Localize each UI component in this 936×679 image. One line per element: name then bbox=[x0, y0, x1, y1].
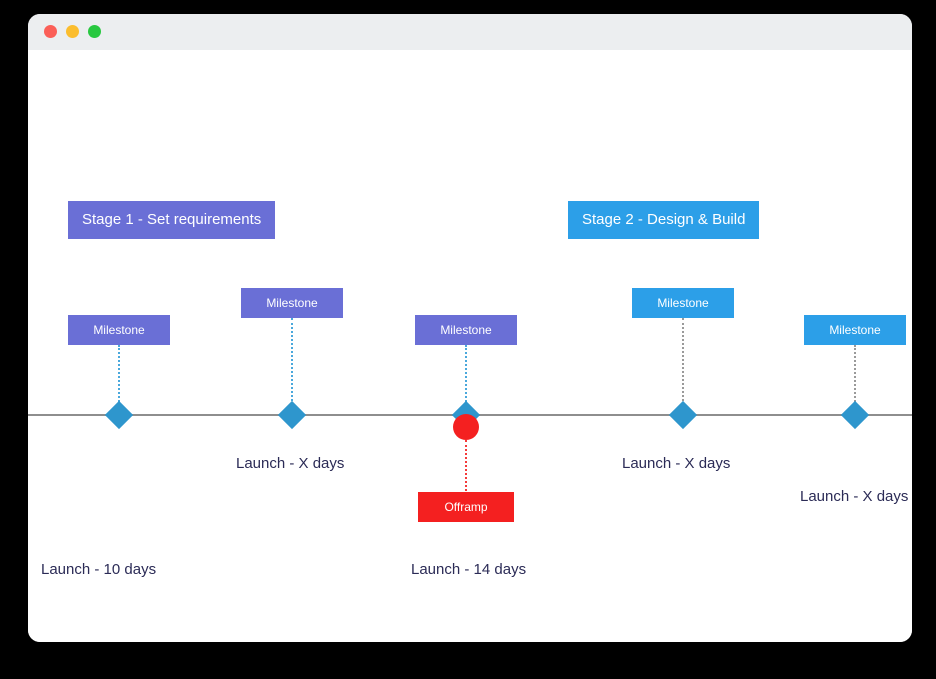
milestone-connector-5 bbox=[854, 345, 856, 405]
milestone-box-4-label: Milestone bbox=[657, 296, 709, 310]
milestone-caption-2: Launch - X days bbox=[236, 455, 345, 472]
browser-window: Stage 1 - Set requirements Stage 2 - Des… bbox=[28, 14, 912, 642]
milestone-box-3-label: Milestone bbox=[440, 323, 492, 337]
close-window-button[interactable] bbox=[44, 25, 57, 38]
offramp-marker[interactable] bbox=[453, 414, 479, 440]
minimize-window-button[interactable] bbox=[66, 25, 79, 38]
milestone-marker-4[interactable] bbox=[668, 400, 698, 430]
stage-banner-2[interactable]: Stage 2 - Design & Build bbox=[568, 201, 760, 239]
milestone-caption-3: Launch - 14 days bbox=[411, 561, 527, 578]
milestone-box-2-label: Milestone bbox=[266, 296, 318, 310]
traffic-light-buttons bbox=[44, 25, 101, 38]
maximize-window-button[interactable] bbox=[88, 25, 101, 38]
offramp-connector bbox=[465, 440, 467, 495]
stage-banner-2-label: Stage 2 - Design & Build bbox=[582, 211, 746, 228]
window-titlebar bbox=[28, 14, 912, 51]
timeline-canvas: Stage 1 - Set requirements Stage 2 - Des… bbox=[28, 50, 912, 642]
offramp-label: Offramp bbox=[444, 500, 488, 514]
milestone-connector-1 bbox=[118, 345, 120, 405]
milestone-box-5-label: Milestone bbox=[829, 323, 881, 337]
milestone-connector-3 bbox=[465, 345, 467, 405]
milestone-connector-2 bbox=[291, 318, 293, 405]
stage-banner-1[interactable]: Stage 1 - Set requirements bbox=[68, 201, 276, 239]
milestone-marker-5[interactable] bbox=[840, 400, 870, 430]
milestone-caption-1: Launch - 10 days bbox=[41, 561, 157, 578]
milestone-box-3[interactable]: Milestone bbox=[415, 315, 517, 345]
milestone-caption-5: Launch - X days bbox=[800, 488, 909, 505]
milestone-marker-1[interactable] bbox=[104, 400, 134, 430]
stage-banner-1-label: Stage 1 - Set requirements bbox=[82, 211, 262, 228]
milestone-box-5[interactable]: Milestone bbox=[804, 315, 906, 345]
milestone-connector-4 bbox=[682, 318, 684, 405]
milestone-box-1-label: Milestone bbox=[93, 323, 145, 337]
milestone-box-4[interactable]: Milestone bbox=[632, 288, 734, 318]
offramp-box[interactable]: Offramp bbox=[418, 492, 514, 522]
milestone-box-2[interactable]: Milestone bbox=[241, 288, 343, 318]
milestone-marker-2[interactable] bbox=[277, 400, 307, 430]
milestone-caption-4: Launch - X days bbox=[622, 455, 731, 472]
milestone-box-1[interactable]: Milestone bbox=[68, 315, 170, 345]
